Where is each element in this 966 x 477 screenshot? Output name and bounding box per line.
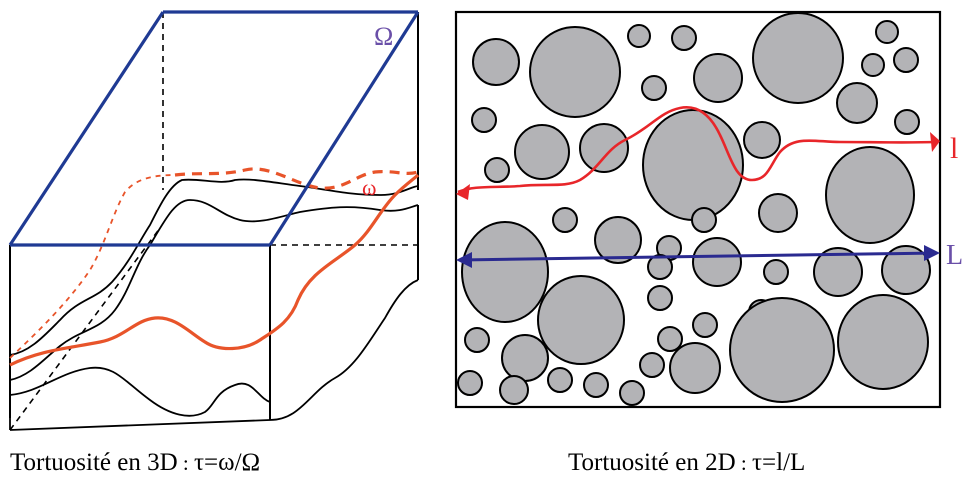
particle — [894, 109, 920, 135]
particle — [619, 380, 645, 406]
particle — [893, 47, 919, 73]
particle — [501, 334, 549, 382]
caption-3d-prefix: Tortuosité en 3D — [10, 449, 178, 476]
path-omega-hidden — [9, 174, 176, 359]
caption-2d-sep: : — [736, 451, 752, 475]
path-l — [457, 106, 939, 194]
particle — [691, 207, 717, 233]
particle — [861, 53, 885, 77]
particle — [461, 221, 549, 323]
particle — [671, 25, 697, 51]
arrow-L-head-right — [924, 245, 940, 261]
caption-2d: Tortuosité en 2D : τ=l/L — [568, 449, 805, 476]
arrow-L-head-left — [456, 252, 472, 268]
particle — [758, 193, 798, 233]
panel-2d: l L — [454, 10, 963, 409]
path-l-arrow-left — [456, 184, 470, 200]
control-volume-frame — [8, 10, 420, 247]
path-omega — [9, 173, 420, 367]
particle — [763, 259, 789, 285]
particle — [641, 75, 667, 101]
particle — [669, 342, 721, 394]
particles — [457, 12, 931, 406]
particle — [552, 207, 578, 233]
label-omega-path: ω — [362, 175, 376, 200]
path-l-arrow-right — [930, 132, 940, 152]
particle — [547, 367, 573, 393]
particle — [692, 237, 742, 287]
particle — [472, 38, 520, 86]
particle — [647, 254, 673, 280]
label-omega-total: Ω — [374, 22, 393, 51]
caption-3d: Tortuosité en 3D : τ=ω/Ω — [10, 449, 260, 476]
surface-curve-1 — [9, 178, 419, 356]
particle — [647, 285, 673, 311]
particle — [692, 312, 718, 338]
hidden-edges — [9, 12, 418, 431]
section-frame — [454, 10, 942, 409]
particle — [875, 20, 899, 44]
caption-2d-prefix: Tortuosité en 2D — [568, 449, 736, 476]
particle — [627, 24, 651, 48]
pore-surfaces — [9, 178, 419, 431]
particle — [743, 121, 781, 159]
particle — [693, 53, 743, 103]
caption-3d-formula: τ=ω/Ω — [194, 449, 260, 476]
path-omega-back — [174, 167, 419, 190]
caption-2d-formula: τ=l/L — [752, 449, 805, 476]
particle — [579, 123, 629, 173]
particle — [484, 157, 510, 183]
bottom-curve — [9, 366, 271, 417]
particle — [752, 12, 844, 104]
lower-box — [9, 12, 419, 420]
particle — [836, 82, 878, 124]
particle — [594, 216, 642, 264]
particle — [537, 275, 625, 365]
particle — [825, 146, 915, 244]
surface-curve-2 — [9, 199, 419, 381]
caption-3d-sep: : — [178, 451, 194, 475]
particle — [642, 109, 744, 221]
arrow-L — [459, 251, 937, 262]
particle — [729, 297, 835, 403]
panel-3d: Ω ω — [8, 10, 420, 431]
particle — [499, 375, 529, 405]
label-l: l — [950, 132, 958, 165]
particle — [471, 107, 497, 133]
label-L: L — [946, 240, 963, 271]
particle — [837, 294, 929, 390]
particle — [639, 352, 665, 378]
particle — [881, 245, 931, 295]
particle — [514, 124, 570, 180]
particle — [464, 327, 490, 353]
particle — [457, 370, 483, 396]
particle — [529, 26, 621, 118]
side-curve — [269, 279, 419, 421]
particle — [813, 247, 863, 297]
particle — [583, 372, 609, 398]
particle — [657, 326, 683, 352]
